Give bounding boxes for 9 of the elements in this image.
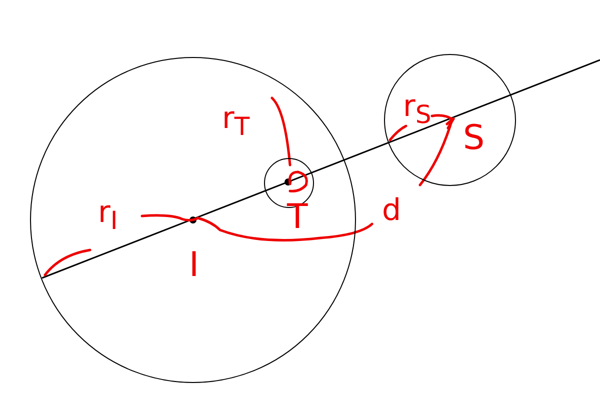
circle — [30, 57, 356, 383]
point-label: T — [287, 200, 308, 234]
point-label: I — [189, 248, 200, 282]
point-label: S — [463, 121, 485, 155]
radius-label: r$_{T}$ — [222, 104, 250, 139]
circle — [384, 54, 516, 186]
radius-label: d — [382, 196, 402, 226]
radius-label: r$_{S}$ — [403, 92, 432, 127]
radius-label: r$_{I}$ — [98, 198, 118, 233]
